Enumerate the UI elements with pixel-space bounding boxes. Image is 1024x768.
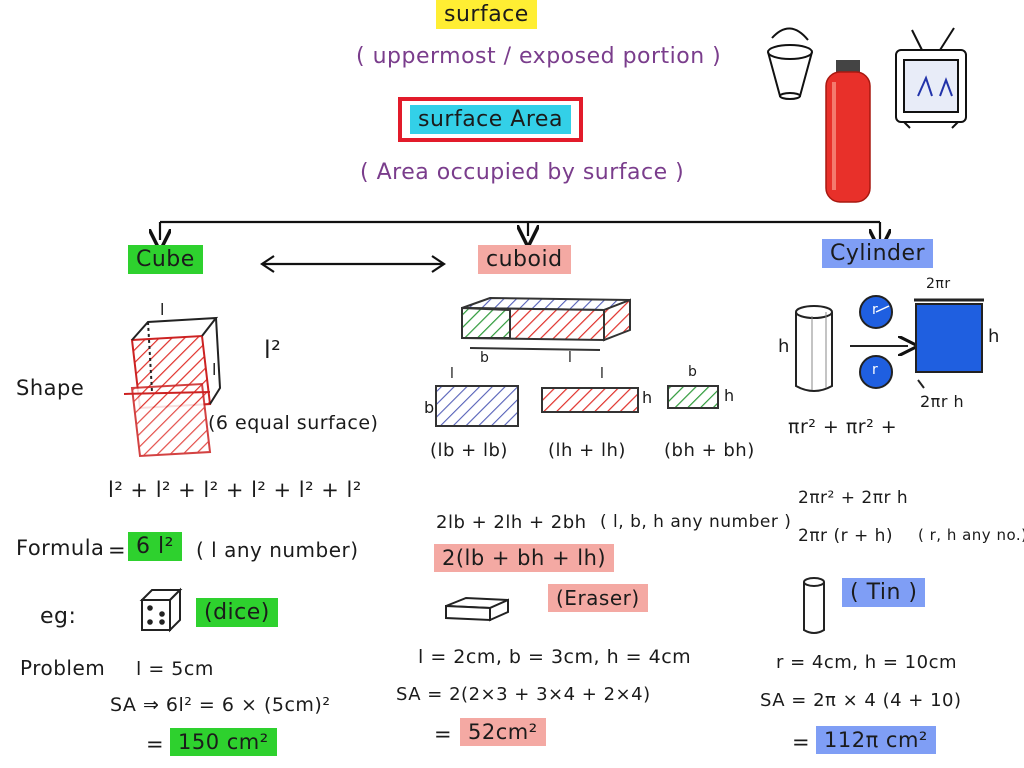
cube-formula-note: ( l any number) [196, 538, 359, 562]
surface-definition: ( uppermost / exposed portion ) [356, 44, 722, 69]
cylinder-net-icon [850, 295, 984, 389]
cube-result: 150 cm² [170, 728, 277, 756]
net3-b-label: b [688, 364, 698, 380]
cylinder-bottom-label: 2πr h [920, 392, 965, 411]
cuboid-face-lb [435, 385, 519, 427]
cuboid-face2: (lh + lh) [548, 440, 626, 461]
formula-label: Formula [16, 536, 105, 560]
cube-given: l = 5cm [136, 658, 214, 680]
branch-connector [160, 220, 880, 240]
cube-edge-label: l [160, 300, 165, 319]
surface-area-box: surface Area [398, 97, 583, 142]
problem-label: Problem [20, 656, 106, 680]
cuboid-result: 52cm² [460, 718, 546, 746]
cylinder-top-label: 2πr [926, 276, 951, 292]
cube-edge-label-side: l [212, 360, 217, 379]
cuboid-face-lh [541, 387, 639, 413]
cube-formula: 6 l² [128, 532, 182, 561]
gas-cylinder-icon [825, 60, 871, 203]
cylinder-h-label: h [778, 336, 790, 357]
cylinder-sum-bottom: πr² + πr² + [788, 416, 898, 438]
cuboid-face-bh [667, 385, 719, 409]
cube-drawing-icon [123, 316, 222, 458]
cube-equal-surface: (6 equal surface) [208, 412, 379, 434]
cuboid-drawing-icon [461, 296, 631, 351]
shape-label: Shape [16, 376, 85, 400]
cuboid-example: (Eraser) [548, 584, 648, 612]
cylinder-drawing-icon [795, 305, 833, 392]
cylinder-sa-line: SA = 2π × 4 (4 + 10) [760, 690, 962, 711]
cuboid-face1: (lb + lb) [430, 440, 508, 461]
cylinder-sum: 2πr² + 2πr h [798, 488, 909, 508]
cylinder-title: Cylinder [822, 239, 934, 268]
cube-face-area: l² [264, 336, 282, 364]
circle-top-r-label: r [872, 302, 879, 318]
cuboid-sa-line: SA = 2(2×3 + 3×4 + 2×4) [396, 684, 651, 705]
circle-bottom-r-label: r [872, 362, 879, 378]
net1-b-label: b [424, 398, 435, 417]
net2-h-label: h [642, 388, 653, 407]
cuboid-sum: 2lb + 2lh + 2bh [436, 512, 587, 533]
cylinder-result: 112π cm² [816, 726, 936, 754]
cube-formula-equals: = [108, 538, 127, 562]
cylinder-formula: 2πr (r + h) [798, 526, 894, 546]
surface-heading: surface [436, 0, 537, 29]
cuboid-given: l = 2cm, b = 3cm, h = 4cm [418, 646, 692, 668]
eraser-icon [445, 596, 509, 622]
cuboid-b-label: b [480, 350, 490, 366]
cube-result-equals: = [146, 732, 165, 756]
tin-can-icon [803, 577, 825, 634]
television-icon [895, 27, 967, 129]
net3-h-label: h [724, 386, 735, 405]
cylinder-result-equals: = [792, 730, 811, 754]
cylinder-example: ( Tin ) [842, 578, 926, 607]
cube-example: (dice) [196, 598, 278, 627]
cuboid-face3: (bh + bh) [664, 440, 755, 461]
bucket-icon [767, 27, 813, 100]
cylinder-given: r = 4cm, h = 10cm [776, 652, 958, 673]
example-label: eg: [40, 604, 77, 629]
cuboid-l-label: l [568, 350, 573, 366]
surface-area-heading: surface Area [410, 105, 571, 134]
cylinder-net-h-label: h [988, 326, 1000, 347]
cuboid-formula: 2(lb + bh + lh) [434, 544, 615, 572]
net2-l-label: l [600, 366, 605, 382]
cube-sa-line: SA ⇒ 6l² = 6 × (5cm)² [110, 694, 331, 716]
double-arrow-icon [260, 255, 446, 273]
cylinder-note: ( r, h any no.) [918, 526, 1024, 544]
cuboid-note: ( l, b, h any number ) [600, 512, 792, 532]
cuboid-result-equals: = [434, 722, 453, 746]
net1-l-label: l [450, 366, 455, 382]
cuboid-title: cuboid [478, 245, 571, 274]
cube-sum: l² + l² + l² + l² + l² + l² [108, 478, 362, 502]
surface-area-definition: ( Area occupied by surface ) [360, 160, 685, 185]
dice-icon [139, 587, 183, 633]
cube-title: Cube [128, 245, 203, 274]
